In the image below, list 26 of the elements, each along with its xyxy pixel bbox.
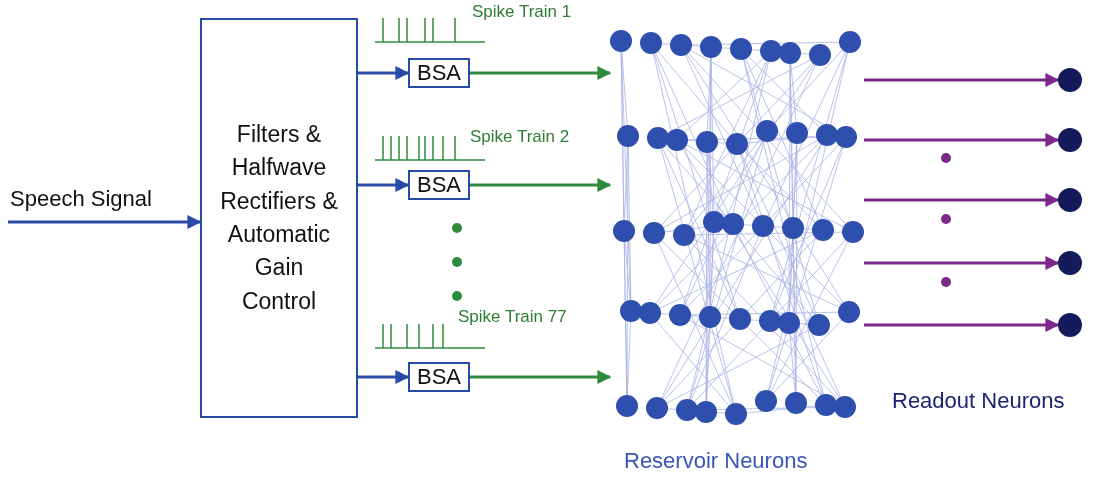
arrow [358, 66, 410, 80]
process-box: Filters & Halfwave Rectifiers & Automatic Gain Control [200, 18, 358, 418]
readout-neuron [1058, 128, 1082, 152]
group-label: Readout Neurons [892, 388, 1065, 414]
group-label: Reservoir Neurons [624, 448, 808, 474]
readout-neuron [1058, 188, 1082, 212]
arrow [864, 73, 1060, 87]
spike-train-label: Spike Train 77 [458, 307, 567, 327]
arrow [864, 193, 1060, 207]
encoder-box: BSA [408, 362, 470, 392]
encoder-box: BSA [408, 170, 470, 200]
arrow [470, 370, 612, 384]
encoder-box: BSA [408, 58, 470, 88]
arrow [8, 215, 202, 229]
arrow [864, 318, 1060, 332]
arrow [470, 178, 612, 192]
spike-train-label: Spike Train 1 [472, 2, 572, 22]
arrow [864, 133, 1060, 147]
arrow [470, 66, 612, 80]
readout-neuron [1058, 68, 1082, 92]
readout-neuron [1058, 251, 1082, 275]
spike-train-label: Spike Train 2 [470, 127, 570, 147]
readout-neuron [1058, 313, 1082, 337]
arrow [358, 370, 410, 384]
arrow [358, 178, 410, 192]
arrow [864, 256, 1060, 270]
